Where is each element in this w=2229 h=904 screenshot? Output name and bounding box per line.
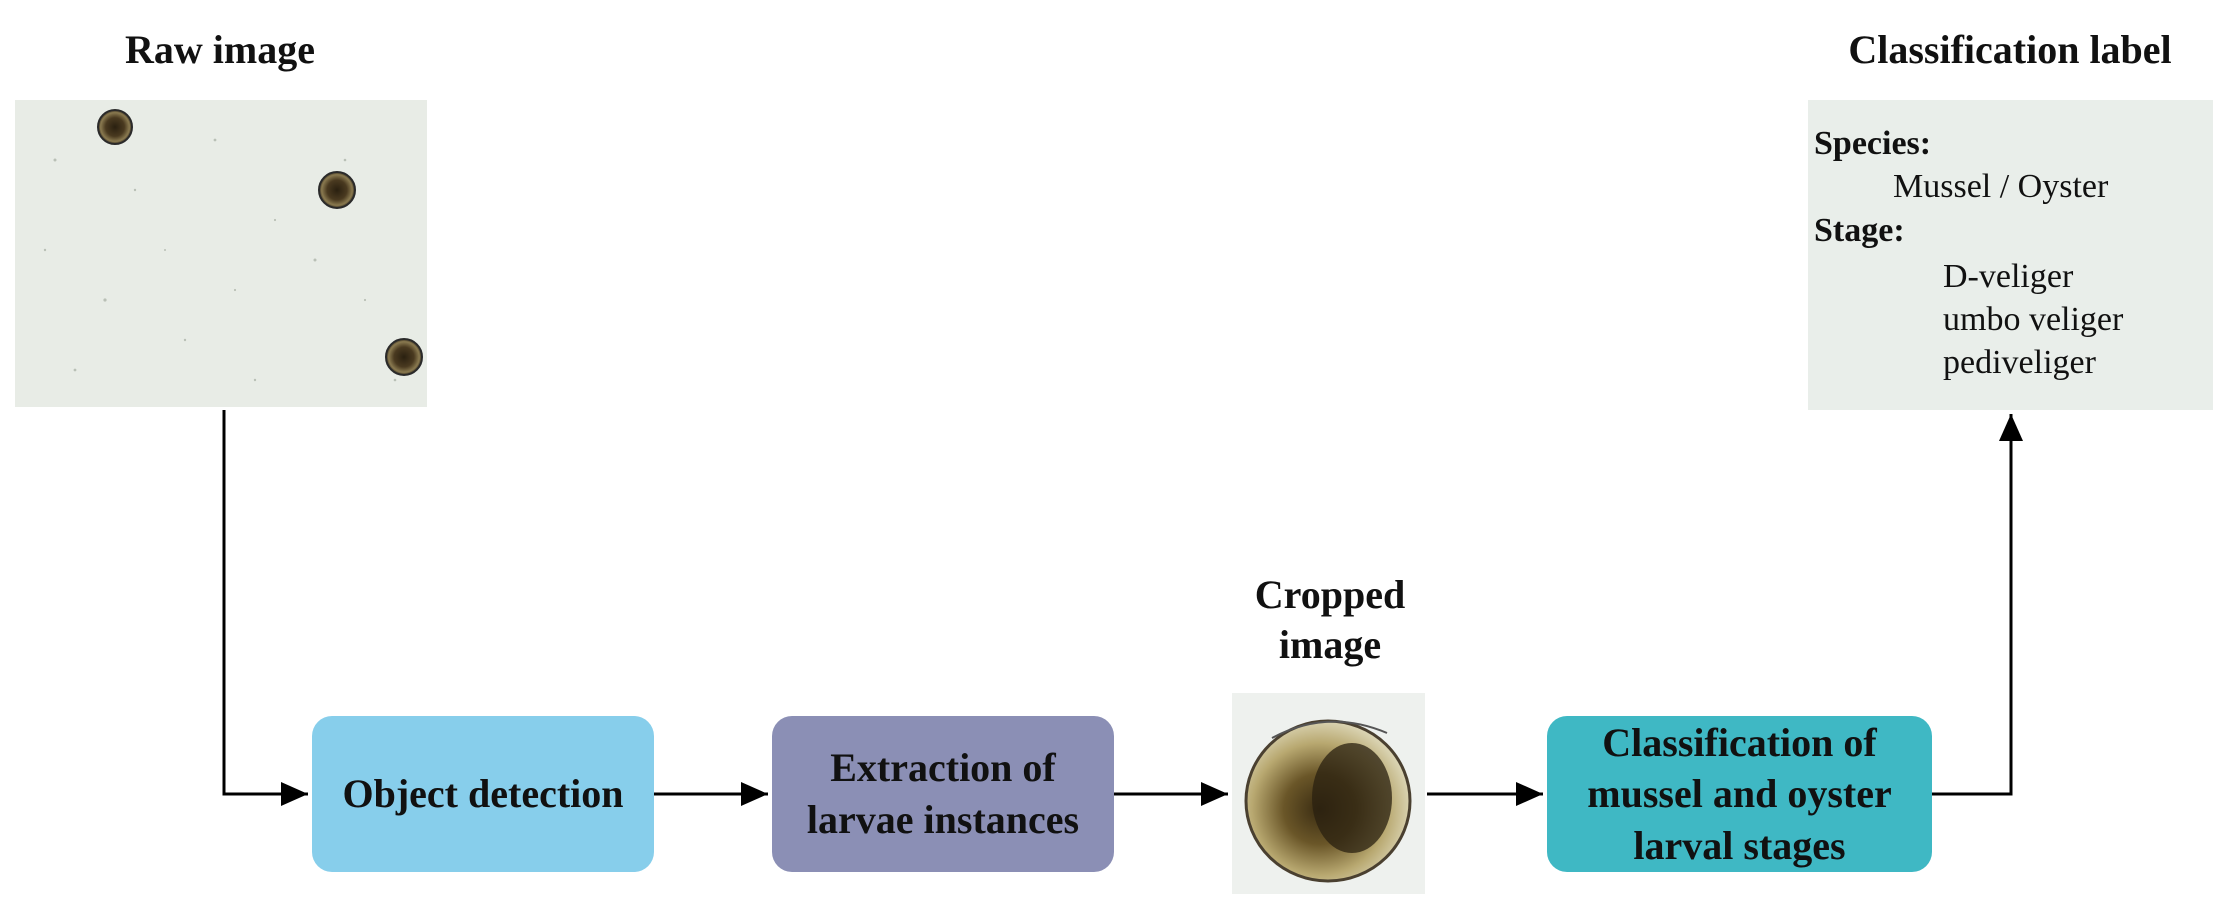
classification-box: Classification of mussel and oyster larv… [1547,716,1932,872]
classification-label-line1: Classification of [1602,720,1877,766]
extraction-label-line1: Extraction of [830,745,1056,790]
raw-image-graphic [15,100,427,407]
cropped-title-line2: image [1278,622,1382,667]
object-detection-label: Object detection [342,771,624,816]
species-heading: Species: [1814,125,1932,162]
classification-label-panel [1808,100,2213,410]
classification-label-line3: larval stages [1633,822,1846,868]
species-value: Mussel / Oyster [1893,168,2109,205]
raw-image-title: Raw image [125,27,315,72]
raw-to-detection-arrow [222,410,308,806]
stage-item: umbo veliger [1943,301,2124,338]
object-detection-box: Object detection [312,716,654,872]
cropped-image-title: Cropped image [1180,570,1480,670]
raw-image [15,100,427,407]
stage-item: pediveliger [1943,344,2096,381]
cropped-larva-graphic [1232,693,1425,894]
classification-label-title: Classification label [1848,27,2172,72]
classification-to-label-arrow [1932,414,2023,796]
extraction-box: Extraction of larvae instances [772,716,1114,872]
cropped-image [1232,693,1425,894]
stage-item: D-veliger [1943,258,2074,295]
classification-label-line2: mussel and oyster [1587,771,1892,817]
stage-heading: Stage: [1814,212,1905,249]
extraction-label-line2: larvae instances [806,797,1080,842]
cropped-title-line1: Cropped [1254,572,1406,617]
